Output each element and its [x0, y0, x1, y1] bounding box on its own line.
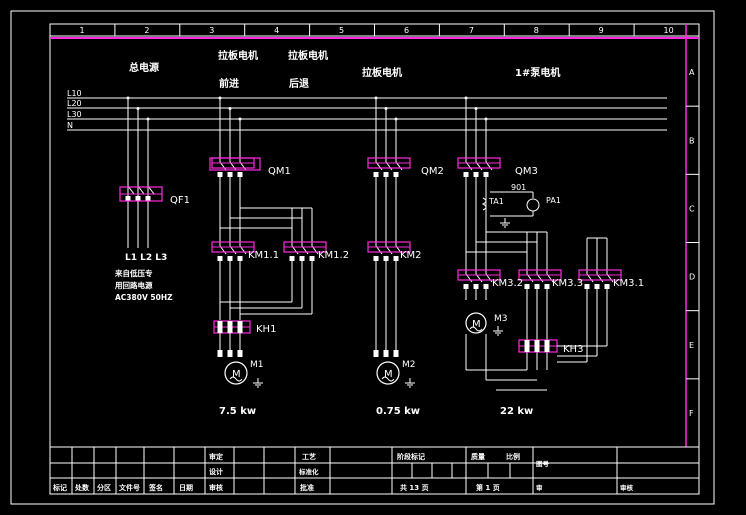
outer-border	[10, 10, 715, 505]
row-letter-B: B	[689, 136, 695, 145]
label-m1: M1	[250, 360, 264, 370]
label-pa1: PA1	[546, 196, 561, 205]
svg-text:M: M	[384, 369, 393, 380]
row-letter-strip: A B C D E F	[686, 68, 699, 418]
label-ta1: TA1	[488, 197, 504, 206]
bus-label-l30: L30	[67, 110, 82, 119]
column-number-7: 7	[469, 26, 474, 35]
label-km12: KM1.2	[318, 250, 349, 261]
column-number-1: 1	[79, 26, 84, 35]
label-node-901: 901	[511, 183, 526, 192]
label-qm2: QM2	[421, 166, 444, 177]
label-kh3: KH3	[563, 344, 583, 355]
row-letter-D: D	[689, 273, 695, 282]
tb-sheet-no: 第 1 页	[476, 483, 500, 492]
tb-date: 日期	[179, 483, 193, 492]
tb-mark: 标记	[52, 483, 67, 492]
column-number-2: 2	[144, 26, 149, 35]
bus-bars	[67, 97, 667, 131]
tb-stage: 阶段标记	[397, 452, 425, 461]
label-kh1: KH1	[256, 324, 276, 335]
tb-count: 处数	[74, 483, 90, 492]
label-m2: M2	[402, 360, 416, 370]
bus-label-l20: L20	[67, 99, 82, 108]
heading-pull-forward-1: 拉板电机	[218, 49, 258, 62]
column-number-3: 3	[209, 26, 214, 35]
heading-pump-motor: 1#泵电机	[515, 66, 560, 79]
heading-main-power: 总电源	[129, 61, 159, 74]
column-number-6: 6	[404, 26, 409, 35]
row-letter-F: F	[689, 409, 694, 418]
tb-drawing-no: 图号	[536, 459, 550, 468]
heading-pull-forward-2: 前进	[219, 77, 239, 90]
bus-label-n: N	[67, 121, 73, 130]
breaker-note-3: AC380V 50HZ	[115, 293, 173, 302]
label-m3: M3	[494, 314, 508, 324]
tb-approve-final: 审定	[209, 452, 223, 461]
tb-weight: 质量	[471, 452, 485, 461]
breaker-phase-labels: L1 L2 L3	[125, 253, 167, 263]
rating-m1: 7.5 kw	[219, 406, 256, 417]
heading-pull-back-2: 后退	[289, 77, 309, 90]
heading-pull-back-1: 拉板电机	[288, 49, 328, 62]
label-km11: KM1.1	[248, 250, 279, 261]
tb-review: 审核	[209, 483, 223, 492]
tb-audit: 审核	[620, 483, 634, 492]
column-number-4: 4	[274, 26, 279, 35]
tb-process: 工艺	[302, 452, 316, 461]
svg-text:M: M	[232, 369, 241, 380]
label-km31: KM3.1	[613, 278, 644, 289]
tb-check: 审	[536, 483, 543, 492]
tb-standard: 标准化	[298, 467, 319, 476]
column-number-10: 10	[664, 26, 674, 35]
label-km33: KM3.3	[552, 278, 583, 289]
svg-text:M: M	[472, 319, 481, 330]
row-letter-A: A	[689, 68, 695, 77]
tb-scale: 比例	[506, 452, 520, 461]
tb-zone: 分区	[97, 483, 111, 492]
circuit-wiring: M M M	[119, 96, 622, 391]
title-block	[50, 446, 699, 495]
column-number-strip: 1 2 3 4 5 6 7 8 9 10	[79, 24, 674, 36]
tb-approve: 批准	[300, 483, 314, 492]
heading-pull-motor-2: 拉板电机	[362, 66, 402, 79]
rating-m3: 22 kw	[500, 406, 533, 417]
tb-sign: 签名	[148, 483, 163, 492]
label-km2: KM2	[400, 250, 422, 261]
rating-m2: 0.75 kw	[376, 406, 420, 417]
breaker-note-1: 来自低压专	[114, 268, 153, 278]
column-number-8: 8	[534, 26, 539, 35]
column-number-5: 5	[339, 26, 344, 35]
label-qm1: QM1	[268, 166, 291, 177]
label-qm3: QM3	[515, 166, 538, 177]
tb-total-sheets: 共 13 页	[400, 483, 429, 492]
breaker-label: QF1	[170, 195, 190, 206]
row-letter-C: C	[689, 204, 695, 213]
column-number-9: 9	[599, 26, 604, 35]
breaker-note-2: 用回路电源	[115, 280, 153, 290]
bus-label-l10: L10	[67, 89, 82, 98]
row-letter-E: E	[689, 341, 694, 350]
tb-design: 设计	[209, 467, 223, 476]
tb-docno: 文件号	[119, 483, 140, 492]
label-km32: KM3.2	[492, 278, 523, 289]
